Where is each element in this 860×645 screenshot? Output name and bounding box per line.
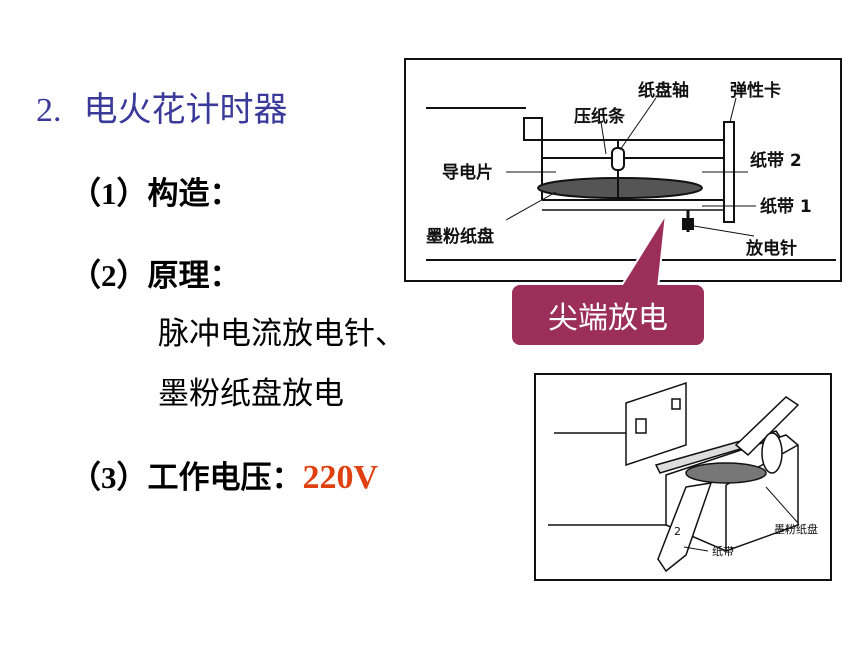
item-structure-number: （1） xyxy=(70,176,148,211)
label-conductor: 导电片 xyxy=(442,162,493,183)
title-number: 2. xyxy=(36,92,62,129)
label-needle: 放电针 xyxy=(745,238,797,259)
label-tape-1: 纸带 1 xyxy=(760,196,812,217)
callout-pointer xyxy=(618,213,667,289)
structure-diagram-drawing: 纸盘轴 弹性卡 压纸条 导电片 纸带 2 纸带 1 墨粉纸盘 放电针 xyxy=(426,80,836,261)
title-text: 电火花计时器 xyxy=(83,90,288,130)
label-tape-2: 纸带 2 xyxy=(750,150,802,171)
perspective-diagram-drawing: 墨粉纸盘 纸带 2 xyxy=(548,381,818,573)
perspective-diagram: 墨粉纸盘 纸带 2 xyxy=(534,373,832,581)
structure-diagram: 纸盘轴 弹性卡 压纸条 导电片 纸带 2 纸带 1 墨粉纸盘 放电针 xyxy=(404,58,842,282)
item-voltage-number: （3） xyxy=(70,460,148,495)
item-structure-label: 构造： xyxy=(147,176,241,212)
item-voltage-label: 工作电压： xyxy=(147,460,303,496)
voltage-value: 220V xyxy=(302,459,379,496)
label-spring-clip: 弹性卡 xyxy=(730,80,781,101)
item-structure: （1）构造： xyxy=(70,168,241,213)
label-axis: 纸盘轴 xyxy=(638,80,689,101)
slide-title: 2. 电火花计时器 xyxy=(36,82,288,131)
item-voltage: （3）工作电压：220V xyxy=(70,452,378,497)
label-tape: 纸带 xyxy=(712,545,734,558)
label-toner-disc: 墨粉纸盘 xyxy=(426,226,494,247)
label-tape-number: 2 xyxy=(674,525,681,538)
principle-line-1: 脉冲电流放电针、 xyxy=(158,316,406,352)
label-press-strip: 压纸条 xyxy=(574,106,626,127)
principle-line-2: 墨粉纸盘放电 xyxy=(158,376,344,412)
callout-point-discharge: 尖端放电 xyxy=(512,285,704,345)
label-toner-disc-2: 墨粉纸盘 xyxy=(774,522,818,536)
item-principle-label: 原理： xyxy=(147,258,241,294)
item-principle-number: （2） xyxy=(70,258,148,293)
item-principle: （2）原理： xyxy=(70,250,241,295)
